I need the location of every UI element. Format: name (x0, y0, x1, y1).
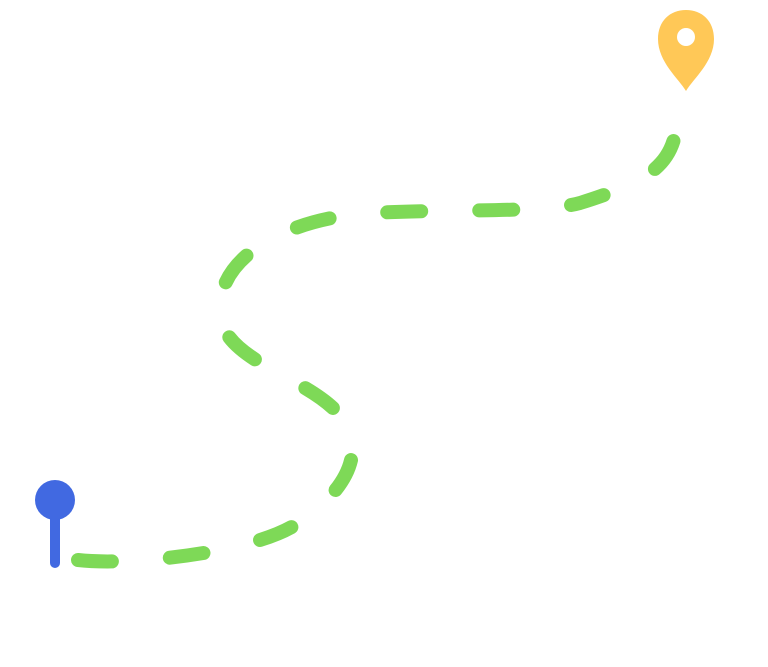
start-pin-head (35, 480, 75, 520)
destination-map-pin-icon (658, 10, 714, 91)
destination-pin-hole (677, 28, 695, 46)
start-pin-icon (35, 480, 75, 568)
destination-pin-body (658, 10, 714, 91)
dashed-route-path (71, 103, 685, 569)
